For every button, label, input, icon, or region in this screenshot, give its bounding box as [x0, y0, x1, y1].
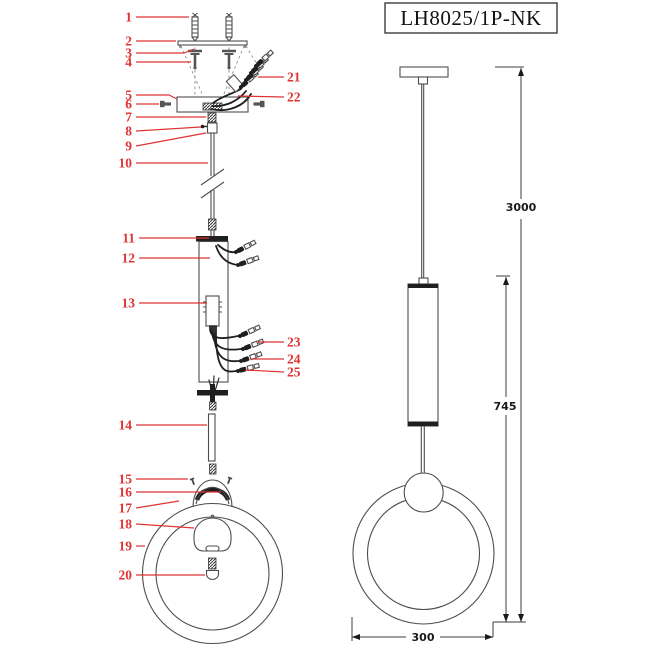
callout-4: 4 — [125, 55, 132, 70]
av-canopy — [399, 66, 449, 85]
callout-1: 1 — [125, 10, 132, 25]
part-mains-connectors — [225, 49, 275, 93]
part-finial-knob — [205, 569, 220, 581]
callout-22: 22 — [287, 90, 301, 105]
callout-19: 19 — [119, 539, 133, 554]
av-cable — [418, 84, 429, 285]
callout-11: 11 — [122, 231, 135, 246]
callout-23: 23 — [287, 335, 301, 350]
callout-15: 15 — [119, 472, 133, 487]
part-canopy-wires — [210, 88, 252, 111]
callout-14: 14 — [119, 418, 133, 433]
part-dome-bracket — [192, 479, 233, 508]
callout-labels: 1 2 3 4 5 6 7 8 9 10 11 12 13 14 15 16 1… — [119, 10, 301, 583]
callout-2: 2 — [125, 34, 132, 49]
part-led-driver — [203, 295, 222, 327]
callout-10: 10 — [119, 156, 133, 171]
part-tube-bottom-cap — [197, 384, 228, 411]
part-side-screw-left — [160, 100, 171, 108]
callout-7: 7 — [125, 110, 132, 125]
callout-18: 18 — [119, 517, 133, 532]
dimensions: 3000 745 300 — [351, 66, 537, 644]
part-clamp-screws — [189, 476, 233, 487]
part-saddle-clamp — [194, 487, 231, 501]
callout-9: 9 — [125, 139, 132, 154]
dim-fixture-height: 745 — [494, 400, 517, 413]
callout-6: 6 — [125, 97, 132, 112]
part-wall-anchor-right — [225, 12, 233, 42]
dim-ring-diameter: 300 — [412, 631, 435, 644]
part-mounting-screws — [189, 52, 235, 71]
callout-25: 25 — [287, 365, 301, 380]
part-threaded-nipple — [207, 112, 217, 123]
av-stem — [420, 426, 425, 474]
model-number: LH8025/1P-NK — [400, 6, 541, 30]
callout-leader-lines — [135, 16, 285, 576]
callout-24: 24 — [287, 352, 301, 367]
title-block: LH8025/1P-NK — [384, 2, 558, 34]
callout-12: 12 — [122, 251, 136, 266]
part-suspension-cable — [200, 133, 225, 237]
part-mounting-bar — [177, 40, 248, 48]
part-side-screw-right — [253, 100, 265, 108]
callout-20: 20 — [119, 568, 133, 583]
exploded-view — [141, 12, 284, 645]
part-connecting-rod — [207, 413, 217, 475]
dimension-lines — [351, 66, 526, 641]
av-body-cylinder — [407, 283, 439, 427]
callout-16: 16 — [119, 485, 133, 500]
callout-21: 21 — [287, 70, 301, 85]
part-ball-housing — [193, 514, 232, 570]
part-cord-grip — [206, 122, 218, 134]
av-ball-joint — [403, 472, 444, 513]
callout-13: 13 — [122, 296, 136, 311]
assembled-view — [352, 66, 495, 625]
callout-5: 5 — [125, 88, 132, 103]
dim-overall-drop: 3000 — [506, 201, 537, 214]
part-set-screw — [200, 124, 207, 129]
part-tube-top-cap — [196, 236, 228, 242]
callout-3: 3 — [125, 46, 132, 61]
callout-8: 8 — [125, 124, 132, 139]
part-light-ring-front — [141, 502, 284, 645]
callout-17: 17 — [119, 501, 133, 516]
part-wall-anchor-left — [191, 12, 199, 42]
